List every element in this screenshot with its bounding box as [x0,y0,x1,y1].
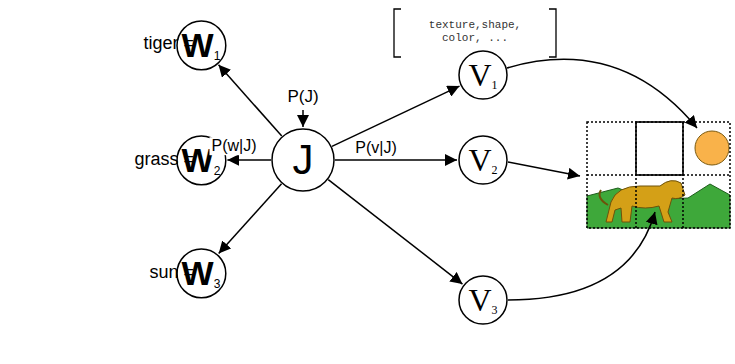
edge-label: P(v|J) [353,139,398,157]
edge-label: P(w|J) [209,137,258,155]
probability-arrow [328,180,462,284]
variable-subscript: 1 [214,50,221,62]
image-illustration [587,122,730,228]
region-arrow [508,212,655,300]
variable-subscript: 1 [492,79,498,91]
variable-name: V [468,144,491,176]
circle-shape [459,136,507,184]
circle-shape [459,276,507,324]
node-text: J [293,139,314,181]
sun-shape [695,131,729,165]
grid-outline [587,122,730,228]
probability-arrow [335,159,457,161]
probability-arrow [227,159,271,161]
variable-subscript: 3 [214,278,221,290]
prior-arrow [302,110,304,127]
variable-subscript: 2 [492,164,498,176]
word-label: tiger = [143,33,194,55]
node-text: V2 [468,144,497,176]
probability-arrow [332,86,460,146]
variable-name: V [468,59,491,91]
probability-arrow [219,65,282,136]
feature-list: texture,shape, color, ... [419,19,531,45]
variable-subscript: 3 [492,304,498,316]
node-text: V3 [468,284,497,316]
node-text: V1 [468,59,497,91]
right-bracket [549,9,556,57]
word-label: sun = [149,262,194,284]
left-bracket [394,9,401,57]
variable-circle: V1 [458,50,508,100]
region-outline [636,122,683,175]
region-arrow [508,162,580,176]
variable-name: J [293,139,314,181]
variable-name: V [468,284,491,316]
tiger-tail [600,190,608,205]
variable-subscript: 2 [214,165,221,177]
variable-circle: J [271,128,335,192]
variable-circle: V2 [458,135,508,185]
region-arrow [507,59,697,128]
probability-arrow [219,184,282,254]
word-label: grass = [134,149,194,171]
circle-shape [459,51,507,99]
circle-shape [272,129,334,191]
prior-label: P(J) [287,87,318,107]
variable-circle: V3 [458,275,508,325]
tiger-shape [606,181,685,222]
